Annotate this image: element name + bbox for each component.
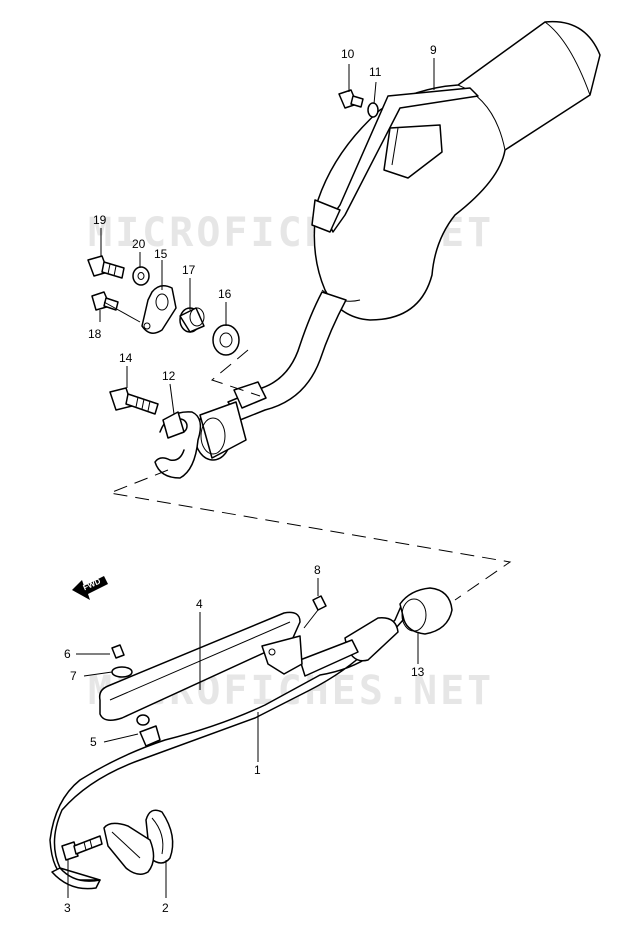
joint-sleeve (194, 401, 247, 461)
alignment-line-main (108, 469, 512, 601)
alignment-line-upper (210, 349, 261, 397)
callout-8: 8 (314, 563, 321, 577)
muffler-pipe (227, 291, 347, 421)
callout-3: 3 (64, 901, 71, 915)
callout-15: 15 (154, 247, 168, 261)
bolt-part-10[interactable] (338, 89, 364, 109)
bolt-part-8[interactable] (303, 595, 327, 629)
callout-19: 19 (93, 213, 107, 227)
callout-20: 20 (132, 237, 146, 251)
callout-7: 7 (70, 669, 77, 683)
bracket-part-15[interactable] (141, 285, 177, 334)
callout-13: 13 (411, 665, 425, 679)
grommet-part-17[interactable] (179, 307, 205, 333)
callout-5: 5 (90, 735, 97, 749)
washer-part-5[interactable] (136, 714, 161, 747)
exhaust-flange (103, 822, 155, 875)
callout-11: 11 (369, 65, 382, 79)
bolt-part-14[interactable] (109, 387, 159, 415)
bolt-part-18[interactable] (91, 291, 119, 311)
callout-10: 10 (341, 47, 355, 61)
washer-part-11[interactable] (367, 102, 379, 118)
callout-14: 14 (119, 351, 133, 365)
callouts: 10 11 9 19 20 15 17 16 18 14 12 8 4 6 7 … (64, 43, 437, 915)
forward-direction-arrow: FWD (72, 576, 108, 600)
leader-lines (67, 58, 435, 898)
callout-12: 12 (162, 369, 176, 383)
callout-16: 16 (218, 287, 232, 301)
callout-6: 6 (64, 647, 71, 661)
callout-1: 1 (254, 763, 261, 777)
clamp-part-12[interactable] (154, 411, 202, 479)
callout-18: 18 (88, 327, 102, 341)
muffler-part-9[interactable] (311, 20, 601, 321)
callout-4: 4 (196, 597, 203, 611)
washer-part-20[interactable] (132, 266, 150, 286)
bolt-part-6[interactable] (111, 644, 125, 659)
washer-part-7[interactable] (111, 666, 133, 678)
stud-bolt-part-3[interactable] (61, 835, 103, 861)
gasket-part-13[interactable] (399, 587, 453, 635)
callout-9: 9 (430, 43, 437, 57)
callout-2: 2 (162, 901, 169, 915)
callout-17: 17 (182, 263, 196, 277)
collar-part-16[interactable] (212, 324, 240, 356)
bolt-part-19[interactable] (87, 255, 125, 279)
exhaust-pipe-part-1[interactable] (49, 603, 405, 890)
